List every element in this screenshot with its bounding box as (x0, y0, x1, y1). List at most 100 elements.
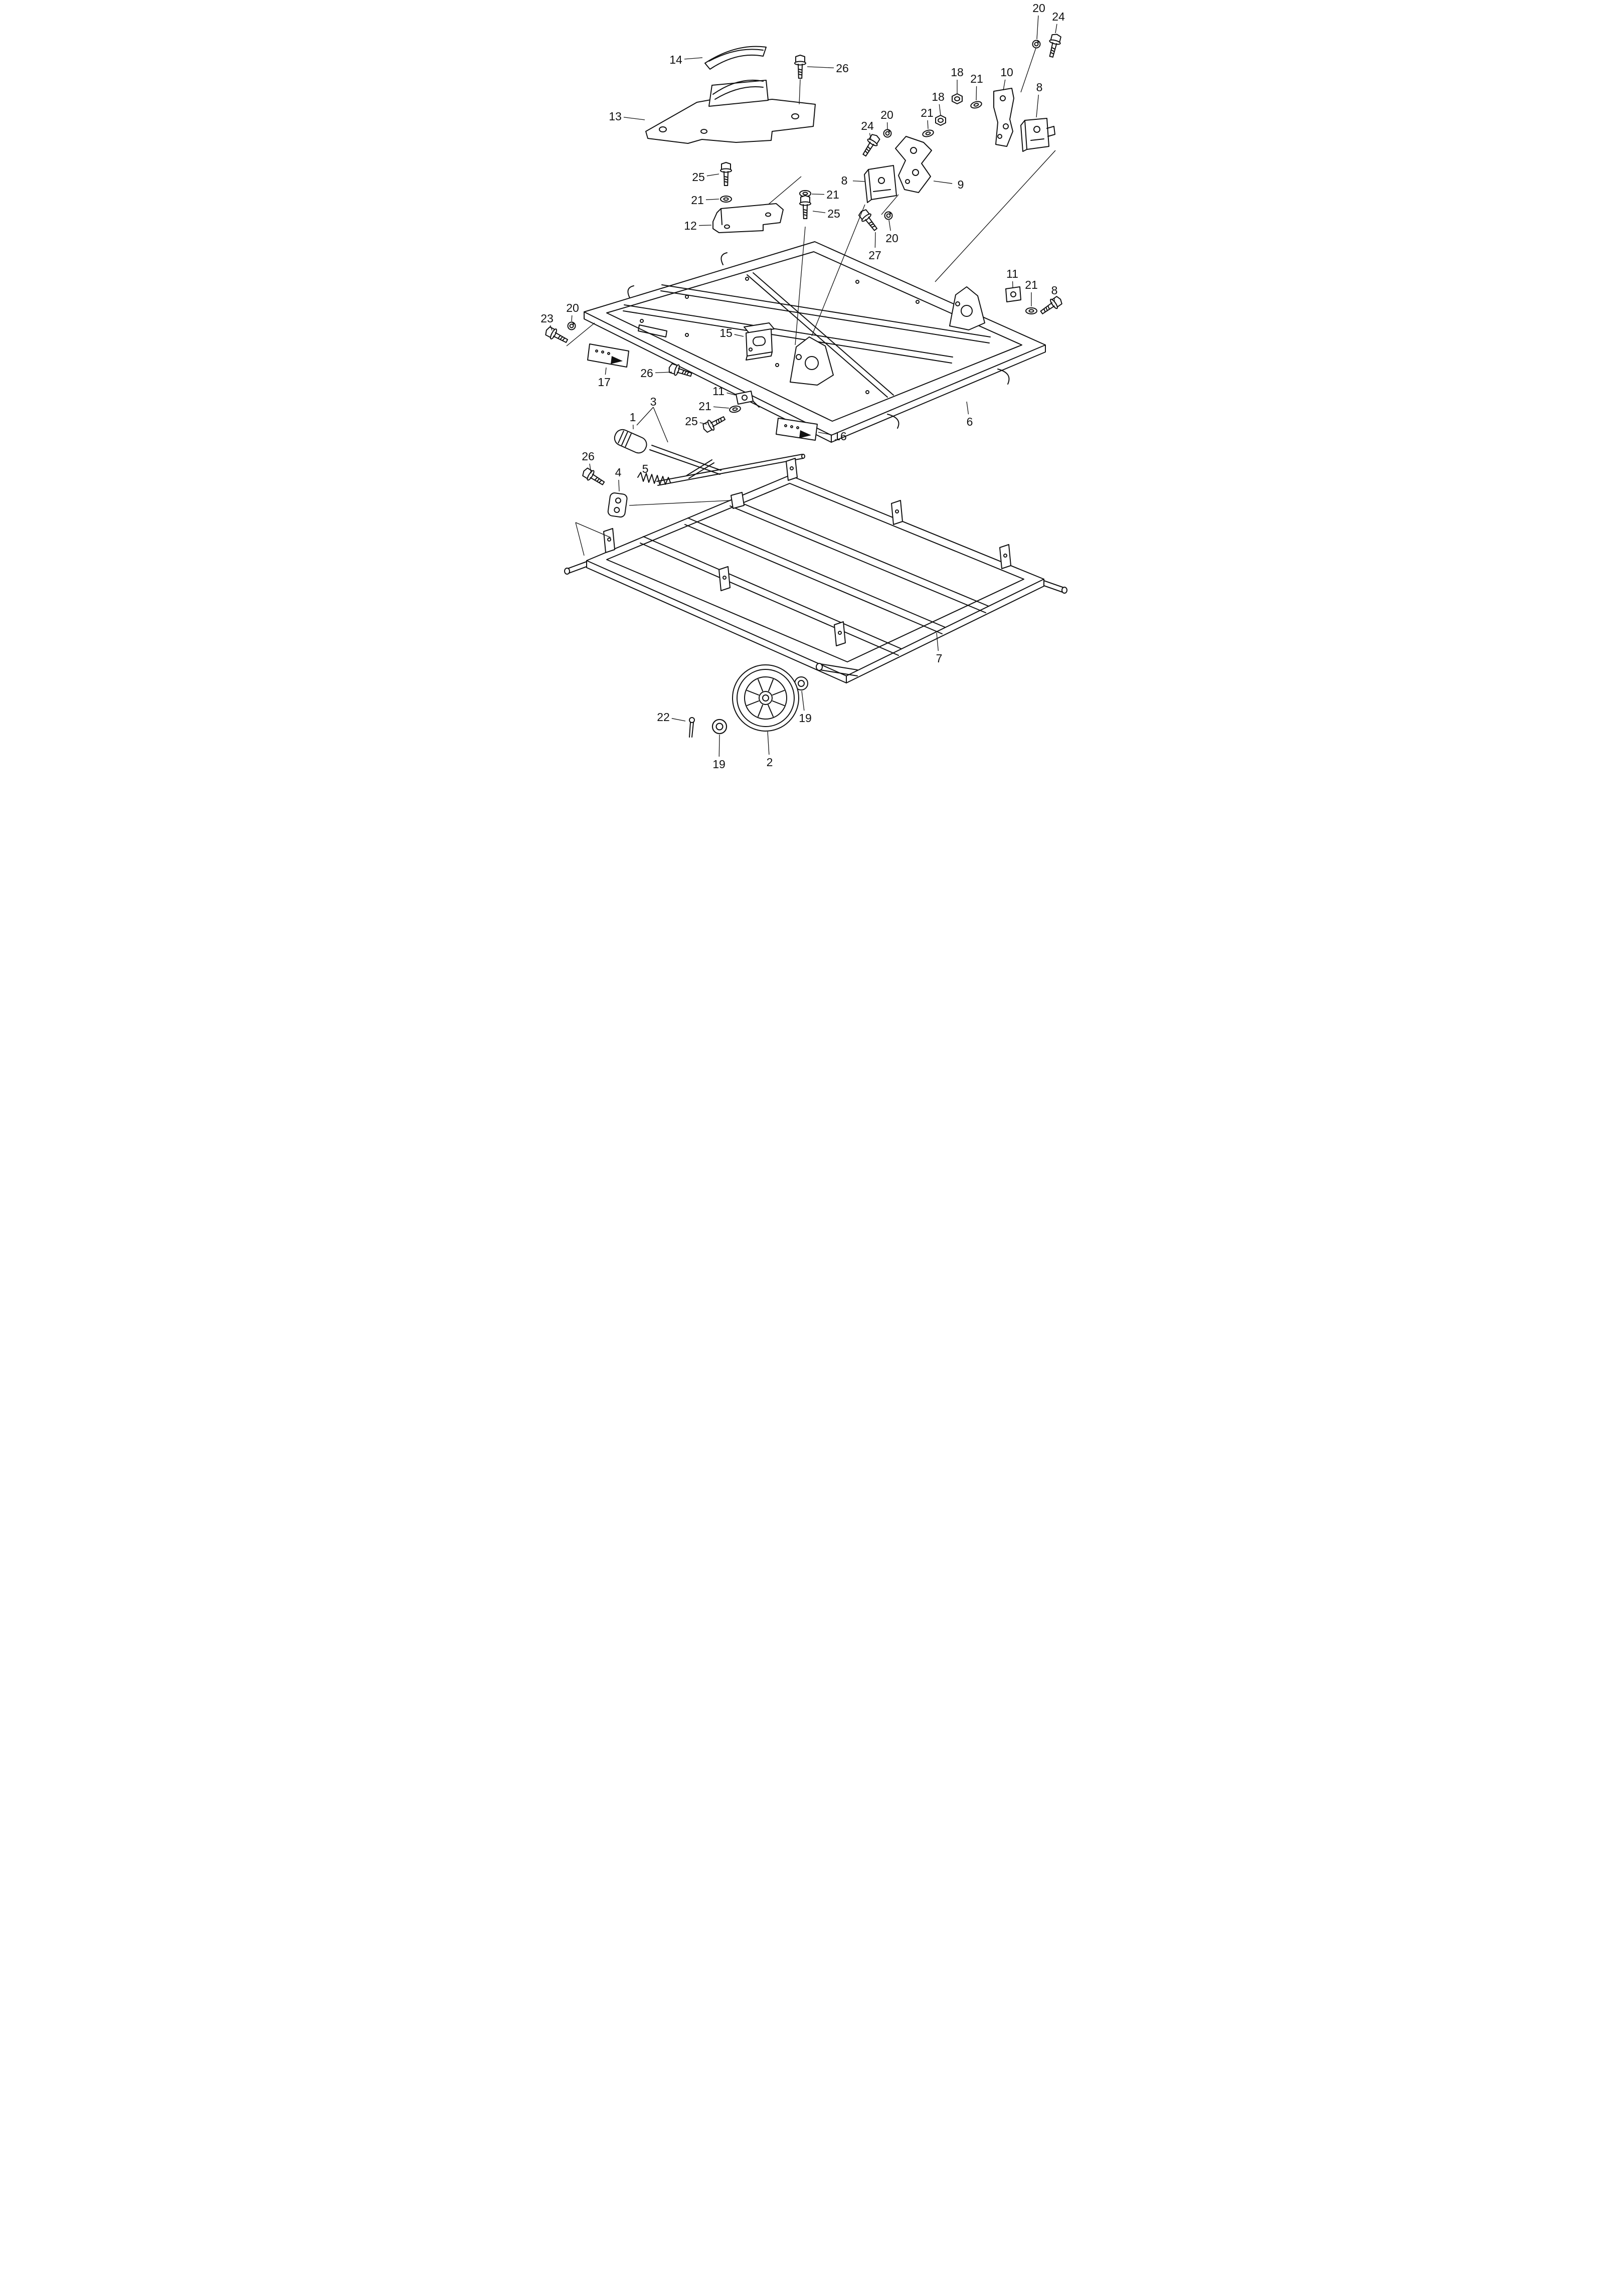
part-11-plate-right (1005, 286, 1021, 302)
part-2-wheel (732, 664, 799, 732)
washer-21-frame-right (1025, 307, 1037, 314)
washer-19-lower (711, 719, 727, 735)
part-10-strap-bracket (993, 88, 1014, 147)
part-15-latch-bracket (743, 322, 775, 361)
part-11-plate-center (735, 391, 760, 408)
leader-line-4 (618, 479, 620, 492)
callout-21: 21 (1025, 278, 1038, 291)
bolt-26-top (794, 55, 806, 79)
lockwasher-20-mid (883, 129, 891, 138)
callout-25: 25 (685, 415, 698, 428)
construction-line (811, 204, 865, 336)
callout-10: 10 (1000, 66, 1013, 79)
leader-line-9 (933, 181, 952, 184)
leader-line-23 (550, 325, 553, 331)
leader-line-13 (623, 117, 645, 120)
callout-8: 8 (1036, 81, 1042, 94)
construction-line (636, 407, 653, 426)
callout-27: 27 (868, 249, 881, 262)
leader-line-25 (699, 422, 707, 425)
leader-line-20 (1036, 15, 1039, 40)
part-6-upper-frame (583, 241, 1046, 443)
callout-3: 3 (650, 395, 656, 408)
part-22-cotter-pin (688, 717, 695, 738)
bolt-25-right-col (799, 195, 811, 219)
construction-line (798, 79, 801, 105)
part-13-bracket-plate (645, 79, 816, 144)
callout-4: 4 (615, 466, 621, 479)
leader-line-12 (698, 225, 711, 226)
bolt-26-lower-left (580, 466, 607, 489)
callout-22: 22 (657, 711, 670, 724)
callout-18: 18 (932, 90, 945, 103)
leader-line-21 (975, 86, 977, 101)
nut-18-upper (951, 93, 963, 104)
callout-16: 16 (834, 430, 847, 443)
leader-line-14 (684, 57, 702, 60)
leader-line-24 (1054, 24, 1057, 34)
callout-8: 8 (841, 174, 847, 187)
callout-19: 19 (799, 712, 812, 725)
callout-24: 24 (861, 119, 874, 132)
callout-15: 15 (719, 326, 733, 339)
callout-21: 21 (921, 106, 934, 119)
leader-line-16 (818, 432, 832, 435)
diagram-canvas: 2024182110818212024982720142613252112212… (540, 2, 1067, 771)
callout-19: 19 (712, 758, 726, 771)
part-7-lower-frame (564, 458, 1067, 683)
leader-line-24 (869, 133, 871, 139)
lockwasher-20-top-right (1032, 40, 1040, 49)
construction-line (881, 194, 898, 215)
construction-line (575, 522, 611, 538)
bolt-23 (543, 324, 570, 346)
leader-line-17 (605, 367, 607, 375)
bolt-24-top-right (1045, 32, 1063, 59)
leader-line-21 (705, 199, 719, 200)
callout-5: 5 (642, 462, 648, 475)
part-3-adjuster-rod (649, 445, 805, 486)
callout-7: 7 (936, 652, 942, 665)
washer-21-upper (969, 100, 983, 110)
bolt-27 (856, 207, 880, 234)
right-riser (949, 286, 985, 330)
callout-17: 17 (598, 376, 611, 389)
callout-21: 21 (826, 188, 839, 201)
center-riser (789, 336, 834, 386)
callout-21: 21 (970, 72, 983, 85)
callout-24: 24 (1052, 10, 1065, 23)
construction-line (794, 226, 806, 345)
callout-25: 25 (692, 170, 705, 184)
lockwasher-20-left (567, 321, 576, 330)
callout-11: 11 (1006, 267, 1018, 280)
callout-20: 20 (566, 301, 579, 314)
construction-line (566, 322, 595, 346)
leader-line-10 (1002, 79, 1005, 91)
callout-21: 21 (691, 194, 704, 207)
leader-line-25 (812, 211, 825, 213)
callout-26: 26 (836, 62, 849, 75)
part-4-stopper-plate (607, 492, 628, 518)
callout-23: 23 (540, 312, 554, 325)
leader-line-22 (671, 718, 685, 722)
part-9-scalloped-plate (894, 136, 932, 193)
bolt-8-shoulder (1037, 294, 1064, 318)
part-17-caution-label (587, 343, 629, 368)
leader-line-21 (811, 194, 824, 195)
callout-25: 25 (827, 207, 840, 220)
callout-14: 14 (669, 53, 682, 66)
leader-line-26 (655, 372, 672, 374)
construction-line (629, 500, 731, 506)
leader-line-11 (726, 392, 736, 396)
callout-18: 18 (951, 66, 964, 79)
leader-line-8 (1035, 94, 1039, 118)
bolt-25-left (719, 162, 732, 186)
callout-20: 20 (880, 108, 893, 121)
leader-line-6 (966, 401, 969, 415)
leader-line-2 (767, 731, 770, 755)
callout-20: 20 (1032, 2, 1045, 15)
callout-6: 6 (966, 415, 973, 428)
callout-11: 11 (712, 385, 725, 398)
leader-line-25 (706, 173, 719, 177)
